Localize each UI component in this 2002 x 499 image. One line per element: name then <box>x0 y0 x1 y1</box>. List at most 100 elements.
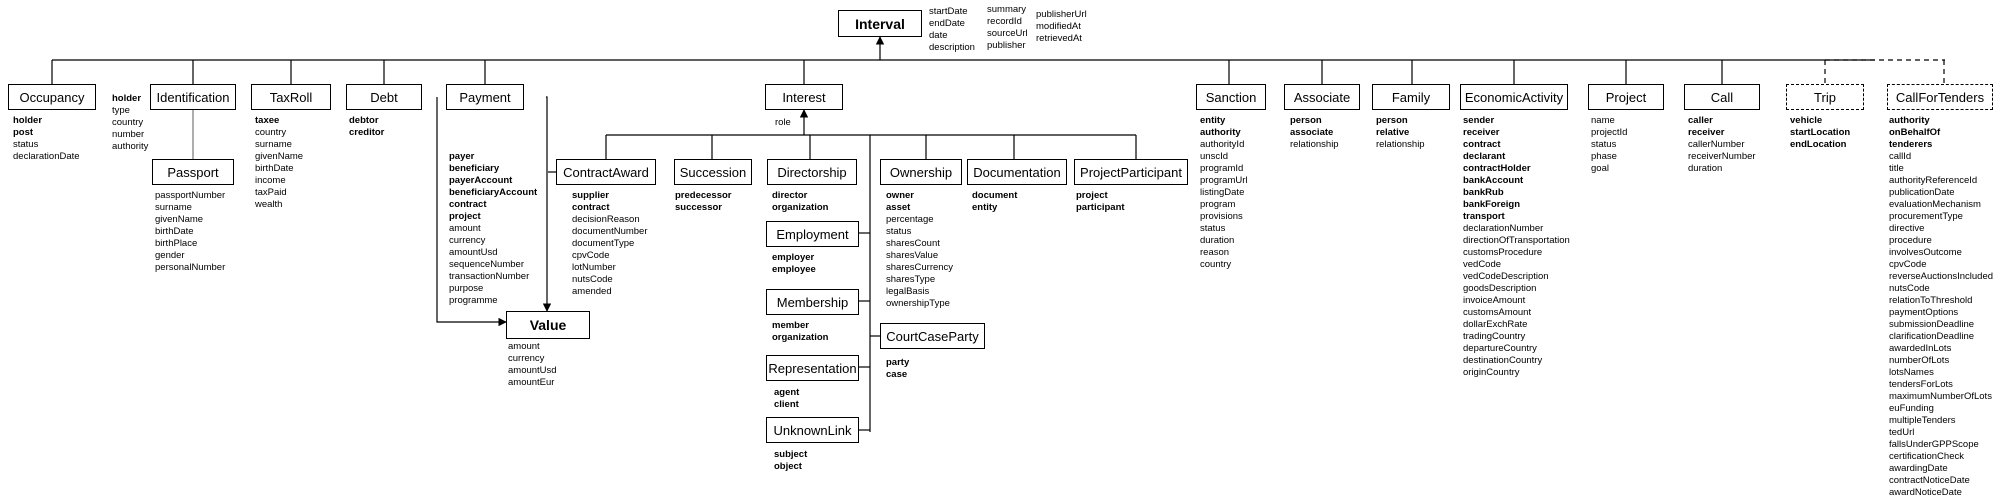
attribute: phase <box>1591 151 1617 162</box>
attribute: taxPaid <box>255 187 287 198</box>
attribute: lotNumber <box>572 262 616 273</box>
attribute: cpvCode <box>1889 259 1927 270</box>
attribute: provisions <box>1200 211 1243 222</box>
node-economicactivity: EconomicActivity <box>1460 84 1568 110</box>
attribute: type <box>112 105 130 116</box>
attribute: publisherUrl <box>1036 9 1087 20</box>
attribute: declarationDate <box>13 151 80 162</box>
attribute: multipleTenders <box>1889 415 1956 426</box>
attribute: ownershipType <box>886 298 950 309</box>
attribute: lotsNames <box>1889 367 1934 378</box>
attribute: personalNumber <box>155 262 226 273</box>
attribute: recordId <box>987 16 1022 27</box>
attribute: tradingCountry <box>1463 331 1526 342</box>
key-attribute: payerAccount <box>449 175 513 186</box>
key-attribute: receiver <box>1688 127 1725 138</box>
attribute: sharesCount <box>886 238 940 249</box>
node-membership: Membership <box>766 289 859 315</box>
attribute: program <box>1200 199 1236 210</box>
attribute: birthDate <box>155 226 194 237</box>
attribute: authorityReferenceId <box>1889 175 1978 186</box>
key-attribute: asset <box>886 202 911 213</box>
attribute: sequenceNumber <box>449 259 524 270</box>
key-attribute: debtor <box>349 115 379 126</box>
attribute: startDate <box>929 6 968 17</box>
attribute: transactionNumber <box>449 271 530 282</box>
node-unknownlink: UnknownLink <box>766 417 859 443</box>
key-attribute: sender <box>1463 115 1495 126</box>
attribute: programUrl <box>1200 175 1248 186</box>
attribute: programme <box>449 295 498 306</box>
attribute: currency <box>508 353 545 364</box>
key-attribute: holder <box>13 115 43 126</box>
attribute: role <box>775 117 791 128</box>
attribute: unscId <box>1200 151 1228 162</box>
attribute: sharesCurrency <box>886 262 954 273</box>
attribute: duration <box>1200 235 1235 246</box>
attribute: tedUrl <box>1889 427 1915 438</box>
key-attribute: successor <box>675 202 723 213</box>
key-attribute: bankForeign <box>1463 199 1521 210</box>
attribute: summary <box>987 4 1027 15</box>
key-attribute: person <box>1290 115 1322 126</box>
key-attribute: holder <box>112 93 142 104</box>
node-interest: Interest <box>765 84 843 110</box>
attribute: awardingDate <box>1889 463 1948 474</box>
attribute: passportNumber <box>155 190 226 201</box>
attribute: relationToThreshold <box>1889 295 1973 306</box>
attribute: nutsCode <box>1889 283 1930 294</box>
attribute: procurementType <box>1889 211 1963 222</box>
key-attribute: creditor <box>349 127 385 138</box>
attribute: date <box>929 30 948 41</box>
attribute: purpose <box>449 283 484 294</box>
attribute: submissionDeadline <box>1889 319 1975 330</box>
key-attribute: subject <box>774 449 808 460</box>
interest-attrs: role <box>775 117 791 129</box>
node-callfortenders: CallForTenders <box>1887 84 1993 110</box>
node-taxroll: TaxRoll <box>251 84 331 110</box>
attribute: procedure <box>1889 235 1932 246</box>
attribute: amountUsd <box>508 365 557 376</box>
attribute: percentage <box>886 214 934 225</box>
node-succession: Succession <box>674 159 752 185</box>
attribute: fallsUnderGPPScope <box>1889 439 1979 450</box>
key-attribute: declarant <box>1463 151 1506 162</box>
attribute: declarationNumber <box>1463 223 1544 234</box>
attribute: amountUsd <box>449 247 498 258</box>
attribute: status <box>1200 223 1226 234</box>
node-contractaward: ContractAward <box>556 159 656 185</box>
key-attribute: bankRub <box>1463 187 1504 198</box>
attribute: amountEur <box>508 377 555 388</box>
node-documentation: Documentation <box>967 159 1067 185</box>
attribute: numberOfLots <box>1889 355 1950 366</box>
attribute: country <box>255 127 287 138</box>
key-attribute: post <box>13 127 34 138</box>
attribute: vedCodeDescription <box>1463 271 1549 282</box>
edge-debt-value <box>436 97 507 327</box>
key-attribute: case <box>886 369 908 380</box>
attribute: publicationDate <box>1889 187 1955 198</box>
node-call: Call <box>1684 84 1760 110</box>
node-projectparticipant: ProjectParticipant <box>1074 159 1188 185</box>
attribute: paymentOptions <box>1889 307 1959 318</box>
key-attribute: employer <box>772 252 815 263</box>
node-directorship: Directorship <box>767 159 857 185</box>
attribute: customsProcedure <box>1463 247 1543 258</box>
key-attribute: onBehalfOf <box>1889 127 1941 138</box>
node-value: Value <box>506 311 590 339</box>
edge-payment-value <box>542 96 552 312</box>
key-attribute: contract <box>1463 139 1501 150</box>
